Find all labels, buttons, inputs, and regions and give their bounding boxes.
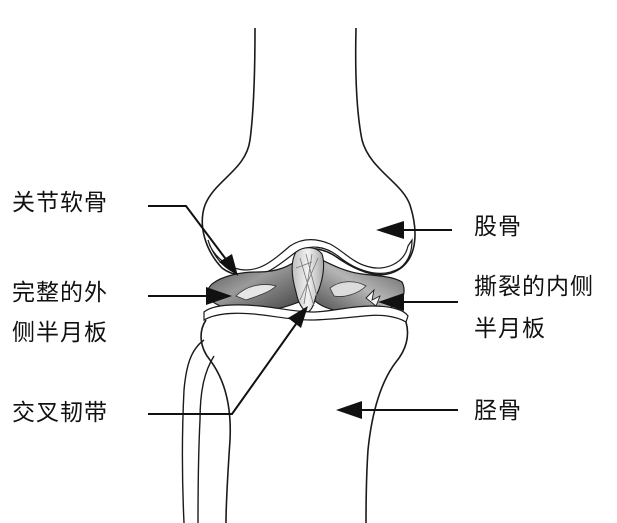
pointer-articular-cartilage [148, 205, 229, 263]
meniscus-tear [365, 288, 381, 307]
arrowhead-tibia [336, 401, 362, 419]
label-lateral-meniscus-2: 侧半月板 [12, 320, 108, 346]
label-torn-medial-meniscus-2: 半月板 [474, 316, 546, 342]
arrowhead-lateral-meniscus [206, 287, 232, 305]
pointer-cruciate-ligament [148, 323, 297, 415]
label-articular-cartilage: 关节软骨 [12, 190, 108, 216]
arrowhead-femur [376, 221, 404, 239]
fibula-outline [181, 339, 215, 523]
tibia-outline [200, 319, 232, 523]
label-cruciate-ligament: 交叉韧带 [12, 400, 108, 426]
medial-meniscus-highlight [329, 281, 367, 297]
tibia-outline-right [365, 321, 409, 523]
femur-outline [201, 27, 416, 276]
arrowhead-articular-cartilage [219, 254, 238, 276]
label-femur: 股骨 [474, 214, 522, 240]
label-lateral-meniscus-1: 完整的外 [12, 280, 108, 306]
label-torn-medial-meniscus-1: 撕裂的内侧 [474, 274, 594, 300]
femoral-cartilage [207, 238, 413, 277]
lateral-meniscus-highlight [235, 284, 277, 301]
arrowhead-torn-meniscus [378, 293, 404, 311]
label-tibia: 胫骨 [474, 398, 522, 424]
lateral-meniscus [206, 256, 305, 313]
arrowhead-cruciate-ligament [288, 306, 308, 328]
ligament-fibers [295, 253, 319, 307]
